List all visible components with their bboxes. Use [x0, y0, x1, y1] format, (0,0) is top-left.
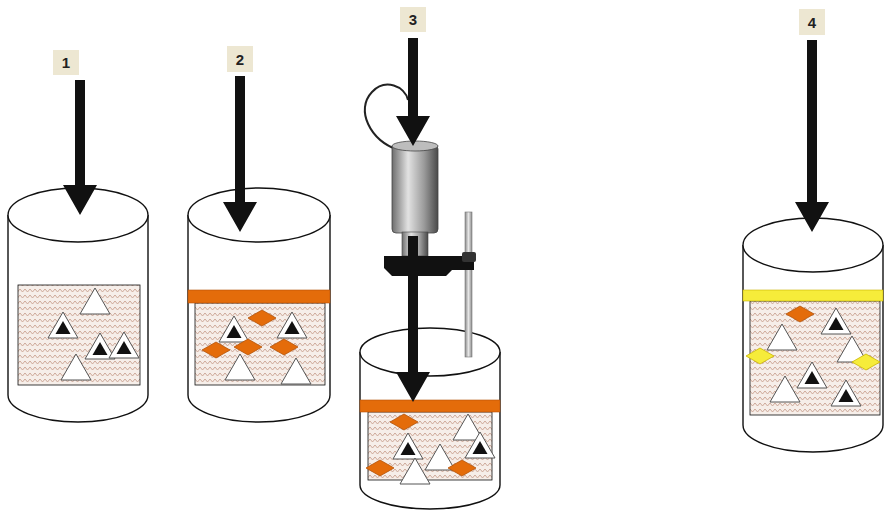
callout-box: 2: [227, 46, 253, 72]
triangle-particle: [277, 312, 307, 338]
orange-diamond: [202, 342, 230, 358]
triangle-particle: [400, 458, 430, 484]
triangle-particle: [393, 433, 423, 459]
arrows: [63, 38, 829, 402]
surface-layer: [743, 290, 883, 301]
beaker: [743, 218, 883, 452]
triangle-particle: [281, 358, 311, 384]
orange-diamond: [270, 339, 298, 355]
beaker-wall: [188, 215, 330, 422]
clamp-screw: [462, 252, 476, 262]
orange-diamond: [448, 460, 476, 476]
beakers: [8, 188, 883, 509]
callout-number: 1: [62, 55, 70, 70]
orange-diamond: [390, 414, 418, 430]
triangle-particle: [797, 362, 827, 388]
triangle-particle: [225, 354, 255, 380]
callout-box: 3: [400, 7, 426, 32]
callout-box: 4: [799, 9, 825, 35]
sample-medium: [18, 285, 140, 385]
triangle-particle: [109, 332, 139, 358]
triangle-particle: [465, 432, 495, 458]
pointer-arrow: [223, 76, 257, 232]
marked-particle: [285, 321, 300, 334]
triangle-particle: [48, 312, 78, 338]
marked-particle: [805, 371, 820, 384]
beaker-wall: [743, 245, 883, 452]
surface-layer: [360, 400, 500, 412]
probe-body: [392, 145, 438, 233]
beaker: [188, 188, 330, 422]
sample-medium: [195, 303, 325, 385]
callout-box: 1: [53, 50, 79, 75]
marked-particle: [839, 389, 854, 402]
marked-particle: [473, 441, 488, 454]
beaker-rim: [188, 188, 330, 242]
beaker: [8, 188, 148, 422]
triangle-particle: [770, 376, 800, 402]
orange-diamond: [786, 306, 814, 322]
beaker-rim: [360, 328, 500, 376]
clamp: [384, 256, 474, 276]
triangle-particle: [831, 380, 861, 406]
orange-diamond: [234, 339, 262, 355]
pointer-arrow: [396, 38, 430, 146]
pointer-arrow: [63, 80, 97, 215]
yellow-diamond: [746, 348, 774, 364]
marked-particle: [829, 317, 844, 330]
stand-rod: [465, 212, 472, 357]
marked-particle: [227, 325, 242, 338]
triangle-particle: [425, 444, 455, 470]
probe-cap: [392, 141, 438, 151]
surface-layer: [188, 290, 330, 303]
triangle-particle: [80, 288, 110, 314]
callout-number: 4: [808, 15, 816, 30]
callout-number: 3: [409, 12, 417, 27]
marked-particle: [401, 442, 416, 455]
orange-diamond: [366, 460, 394, 476]
beaker-wall: [8, 215, 148, 422]
pointer-arrow: [396, 236, 430, 402]
marked-particle: [56, 321, 71, 334]
marked-particle: [93, 342, 108, 355]
pointer-arrow: [795, 40, 829, 232]
callout-number: 2: [236, 52, 244, 67]
particles: [48, 288, 880, 484]
triangle-particle: [61, 354, 91, 380]
yellow-diamond: [852, 354, 880, 370]
triangle-particle: [767, 324, 797, 350]
beaker: [360, 328, 500, 509]
orange-diamond: [248, 310, 276, 326]
triangle-particle: [821, 308, 851, 334]
triangle-particle: [219, 316, 249, 342]
marked-particle: [117, 341, 132, 354]
